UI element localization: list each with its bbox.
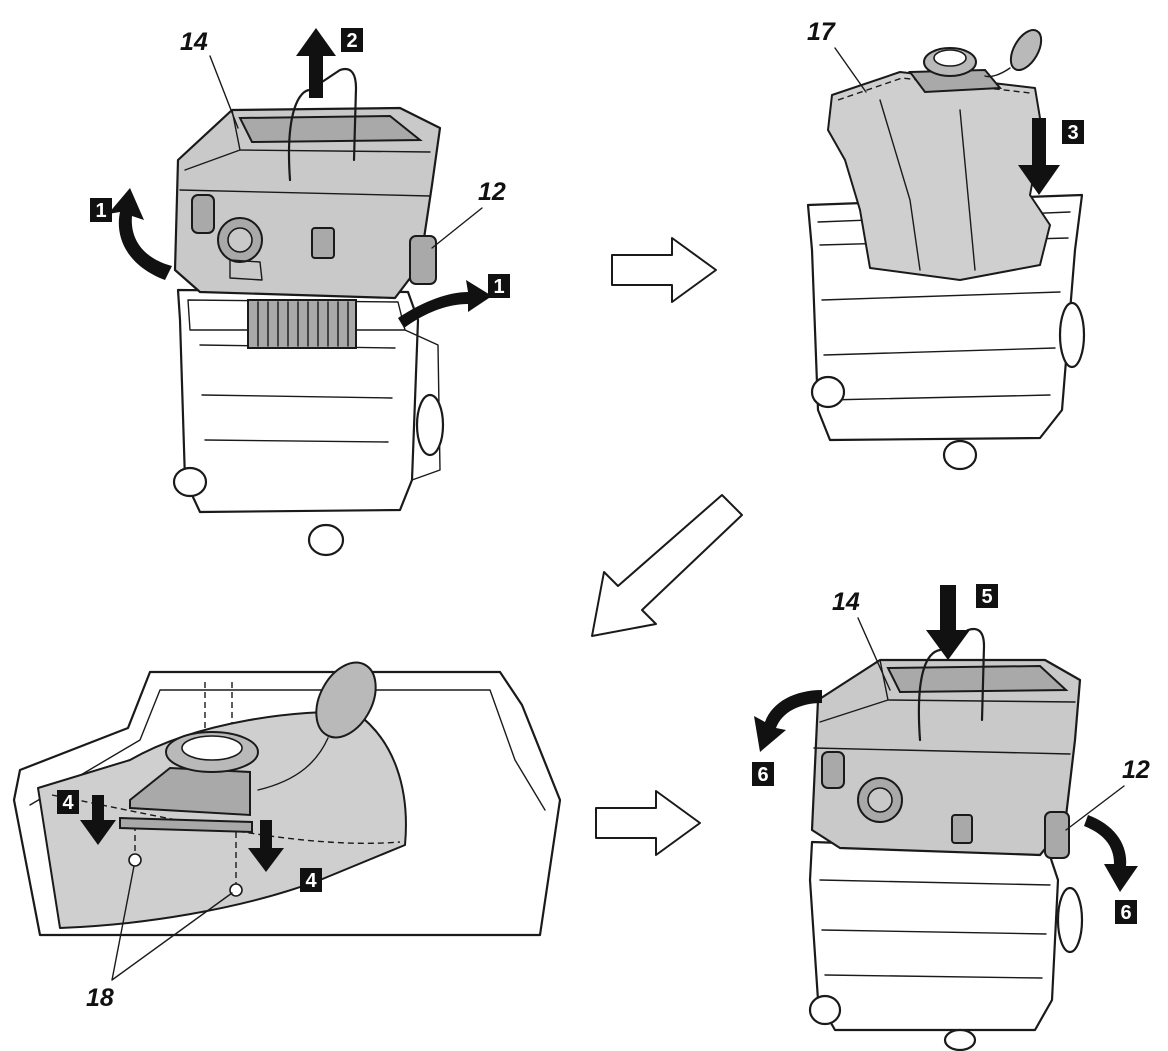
step-number: 2: [346, 30, 357, 52]
next-step-arrow-icon: [595, 790, 701, 856]
step-badge: [1062, 120, 1084, 144]
step-number: 4: [62, 792, 74, 814]
filter-bag: [827, 29, 1051, 281]
leader-line: [834, 47, 867, 93]
push-down-arrow-icon: [248, 820, 284, 872]
part-label: 18: [86, 984, 114, 1012]
panel-reattach-head: 5 6 6 14 12: [752, 584, 1150, 1051]
step-number: 5: [981, 586, 992, 608]
rotate-arrow-icon: [108, 188, 172, 280]
step-badge: [341, 28, 363, 52]
leader-line: [431, 207, 483, 249]
leader-line: [111, 865, 233, 981]
leader-line: [857, 617, 891, 691]
next-step-arrow-icon: [591, 494, 743, 637]
step-number: 4: [305, 870, 317, 892]
push-down-arrow-icon: [926, 585, 970, 660]
step-number: 6: [757, 764, 768, 786]
step-number: 1: [95, 200, 106, 222]
step-badge: [976, 584, 998, 608]
step-badge: [488, 274, 510, 298]
motor-head: [810, 627, 1082, 857]
latch: [409, 235, 437, 285]
part-label: 12: [1122, 756, 1150, 784]
vacuum-tank: [176, 288, 441, 514]
casters: [808, 886, 1084, 1051]
step-badge: [1115, 900, 1137, 924]
rotate-arrow-icon: [1084, 815, 1138, 892]
step-number: 1: [493, 276, 504, 298]
part-label: 17: [807, 18, 836, 46]
rotate-arrow-icon: [754, 690, 822, 752]
filter-cartridge: [247, 299, 357, 349]
panel-bag-closeup: 4 4 18: [12, 661, 562, 1012]
push-down-arrow-icon: [80, 795, 116, 845]
part-label: 14: [180, 28, 208, 56]
step-number: 3: [1067, 122, 1078, 144]
push-down-arrow-icon: [1018, 118, 1060, 195]
part-label: 12: [478, 178, 506, 206]
rotate-arrow-icon: [398, 280, 492, 328]
motor-head: [173, 67, 442, 300]
lift-up-arrow-icon: [296, 28, 336, 98]
panel-remove-head: 1 2 1 14 12: [90, 28, 510, 557]
part-label: 14: [832, 588, 860, 616]
panel-insert-bag: 3 17: [806, 18, 1086, 471]
leader-line: [1065, 785, 1125, 831]
step-number: 6: [1120, 902, 1131, 924]
step-badge: [57, 790, 79, 814]
vacuum-tank: [808, 840, 1060, 1032]
step-badge: [90, 198, 112, 222]
casters: [172, 393, 445, 557]
leader-line: [209, 55, 239, 129]
step-badge: [300, 868, 322, 892]
step-badge: [752, 762, 774, 786]
next-step-arrow-icon: [611, 237, 717, 303]
latch: [1044, 811, 1070, 859]
casters: [810, 301, 1086, 471]
